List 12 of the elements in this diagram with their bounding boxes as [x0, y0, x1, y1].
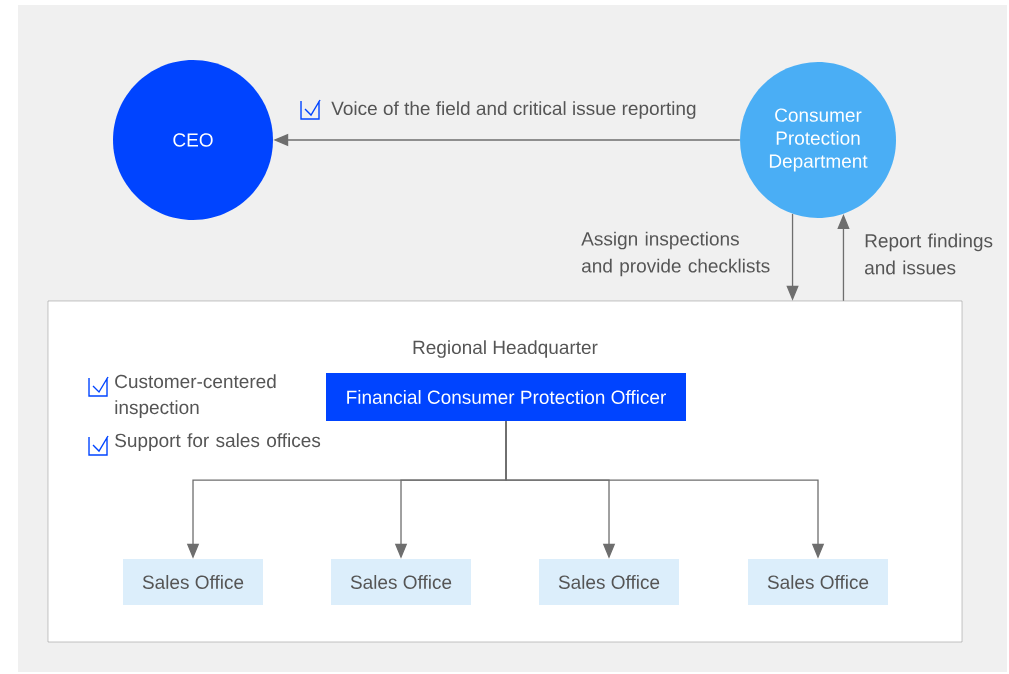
edge-label: Report findings and issues [865, 233, 993, 275]
officer-box: Financial Consumer Protection Officer [326, 373, 686, 421]
office-box: Sales Office [539, 559, 679, 605]
office-box: Sales Office [331, 559, 471, 605]
edge-label: Voice of the field and critical issue reporting [331, 101, 696, 119]
circle-node: CEO [113, 60, 273, 220]
check-item: Support for sales offices [115, 433, 321, 451]
edge-label: Assign inspections and provide checklists [581, 231, 770, 277]
office-box: Sales Office [123, 559, 263, 605]
check-item: Customer-centered inspection [115, 374, 276, 418]
circle-node: Consumer Protection Department [740, 62, 896, 218]
office-box: Sales Office [748, 559, 888, 605]
